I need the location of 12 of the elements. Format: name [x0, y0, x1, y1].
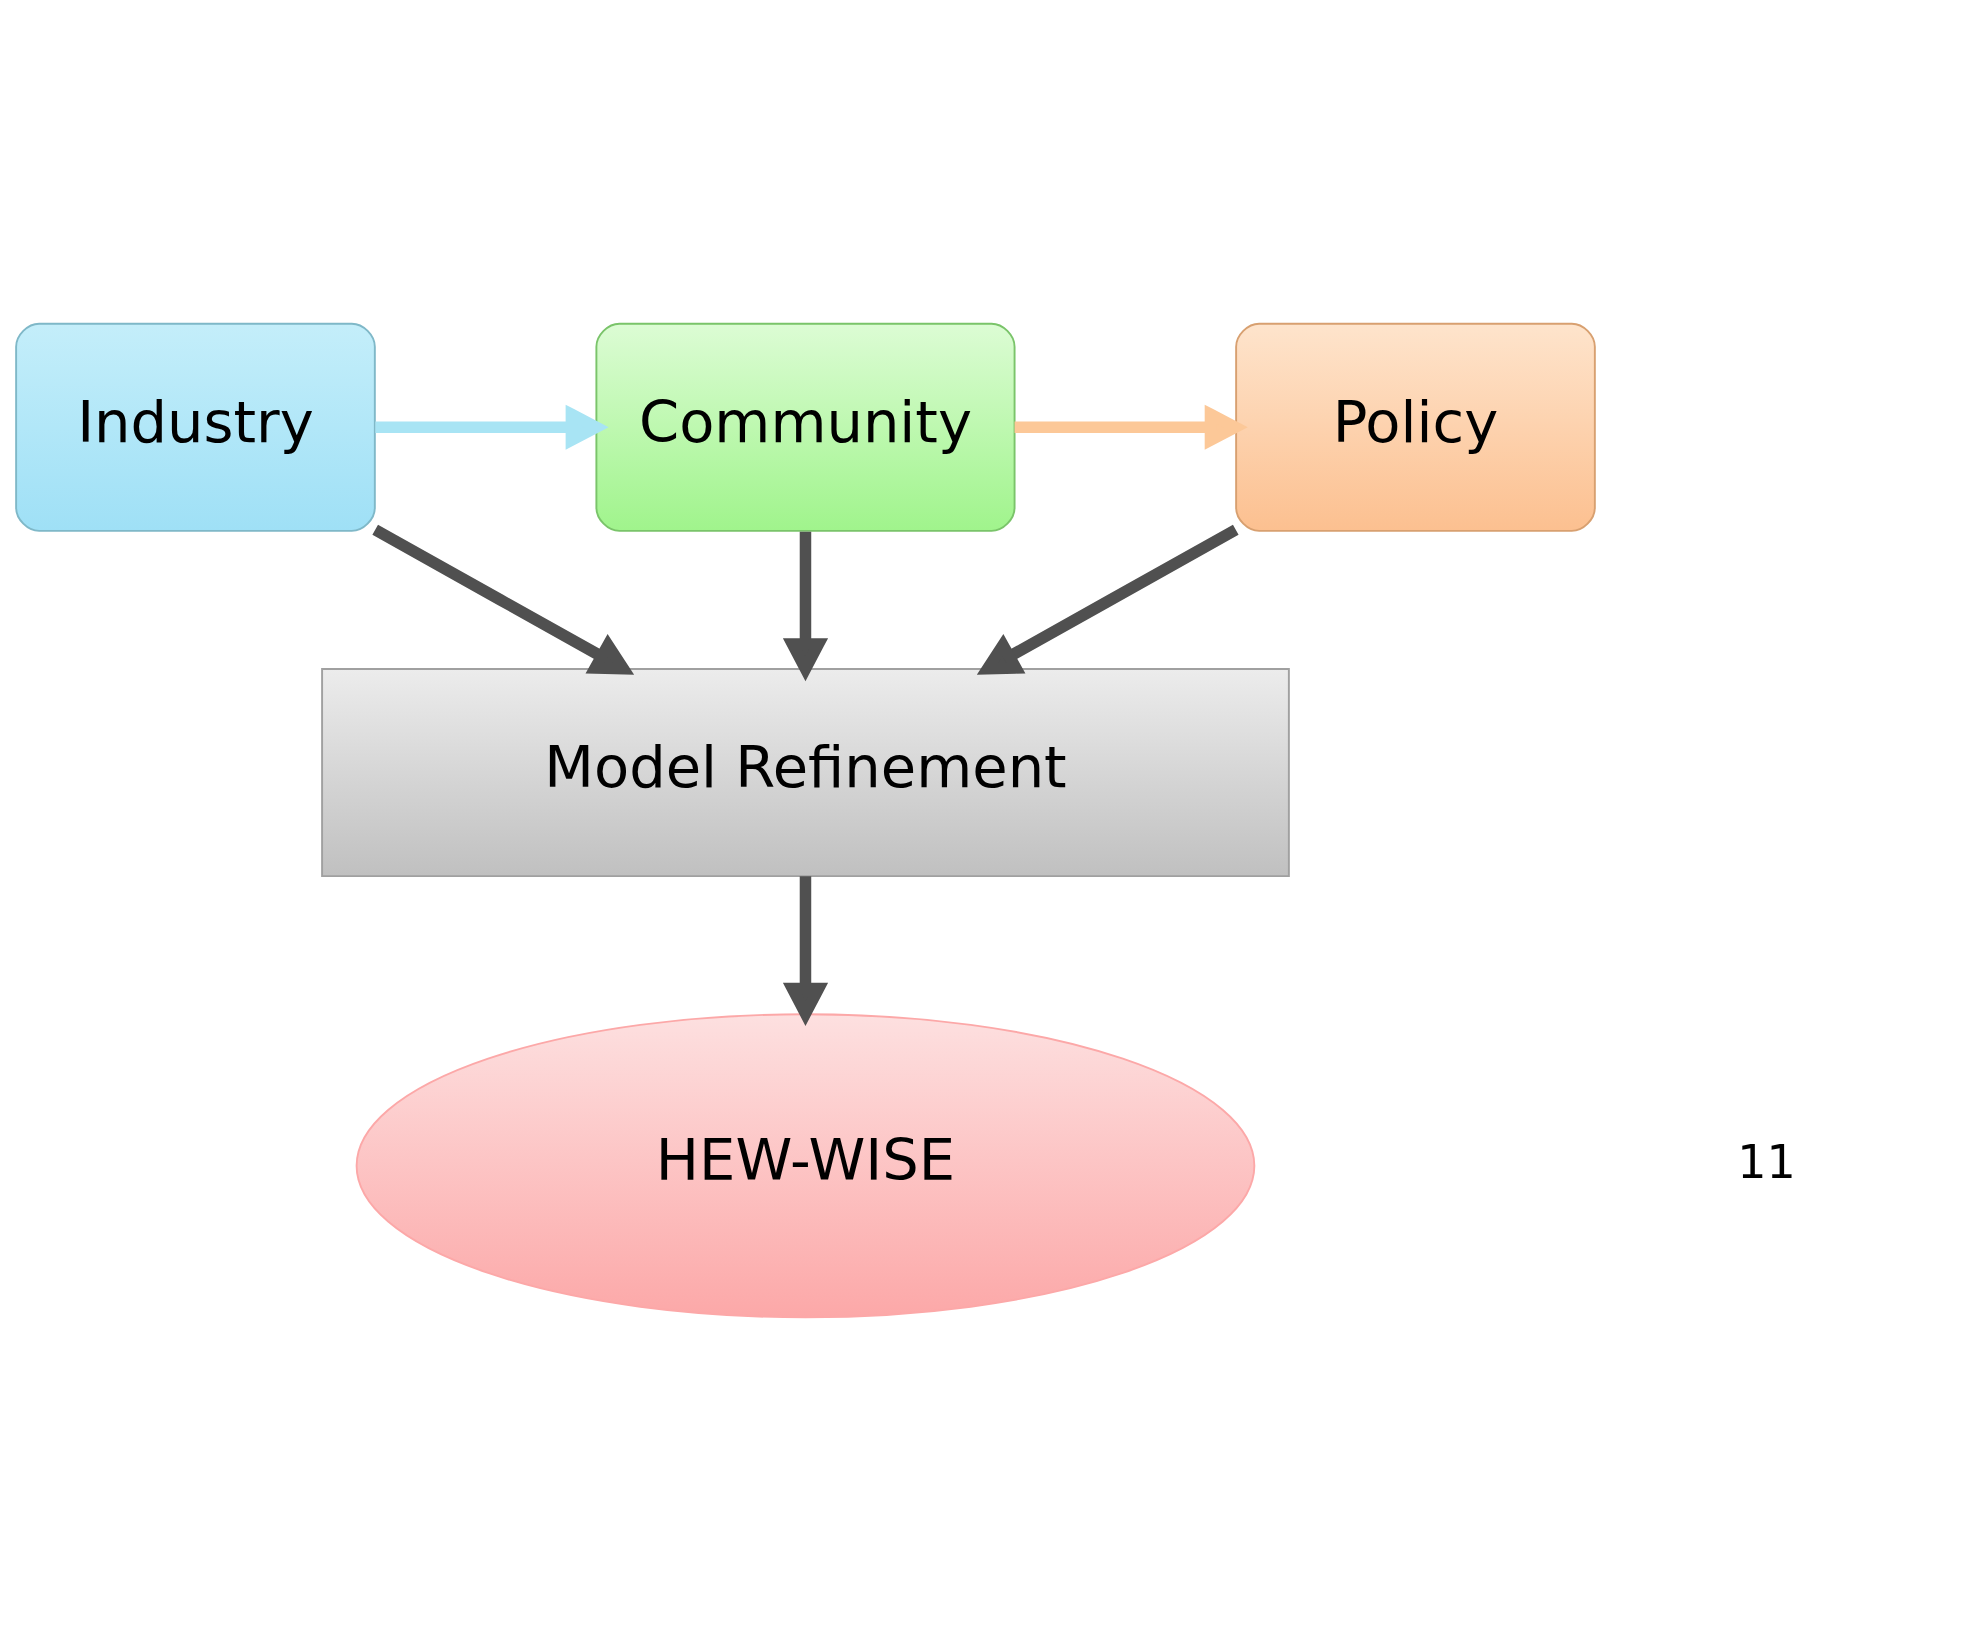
- node-box: Policy: [1235, 322, 1596, 532]
- node-ellipse: HEW-WISE: [355, 1012, 1256, 1318]
- node-box: Industry: [15, 322, 376, 532]
- arrow: [782, 875, 829, 1026]
- label: 11: [1737, 1134, 1796, 1189]
- node-box: Community: [595, 322, 1016, 532]
- arrow: [782, 531, 829, 681]
- arrow: [375, 404, 609, 450]
- node-box: Model Refinement: [321, 667, 1290, 877]
- arrow: [372, 524, 635, 675]
- arrow: [1014, 404, 1248, 450]
- arrow: [976, 524, 1239, 675]
